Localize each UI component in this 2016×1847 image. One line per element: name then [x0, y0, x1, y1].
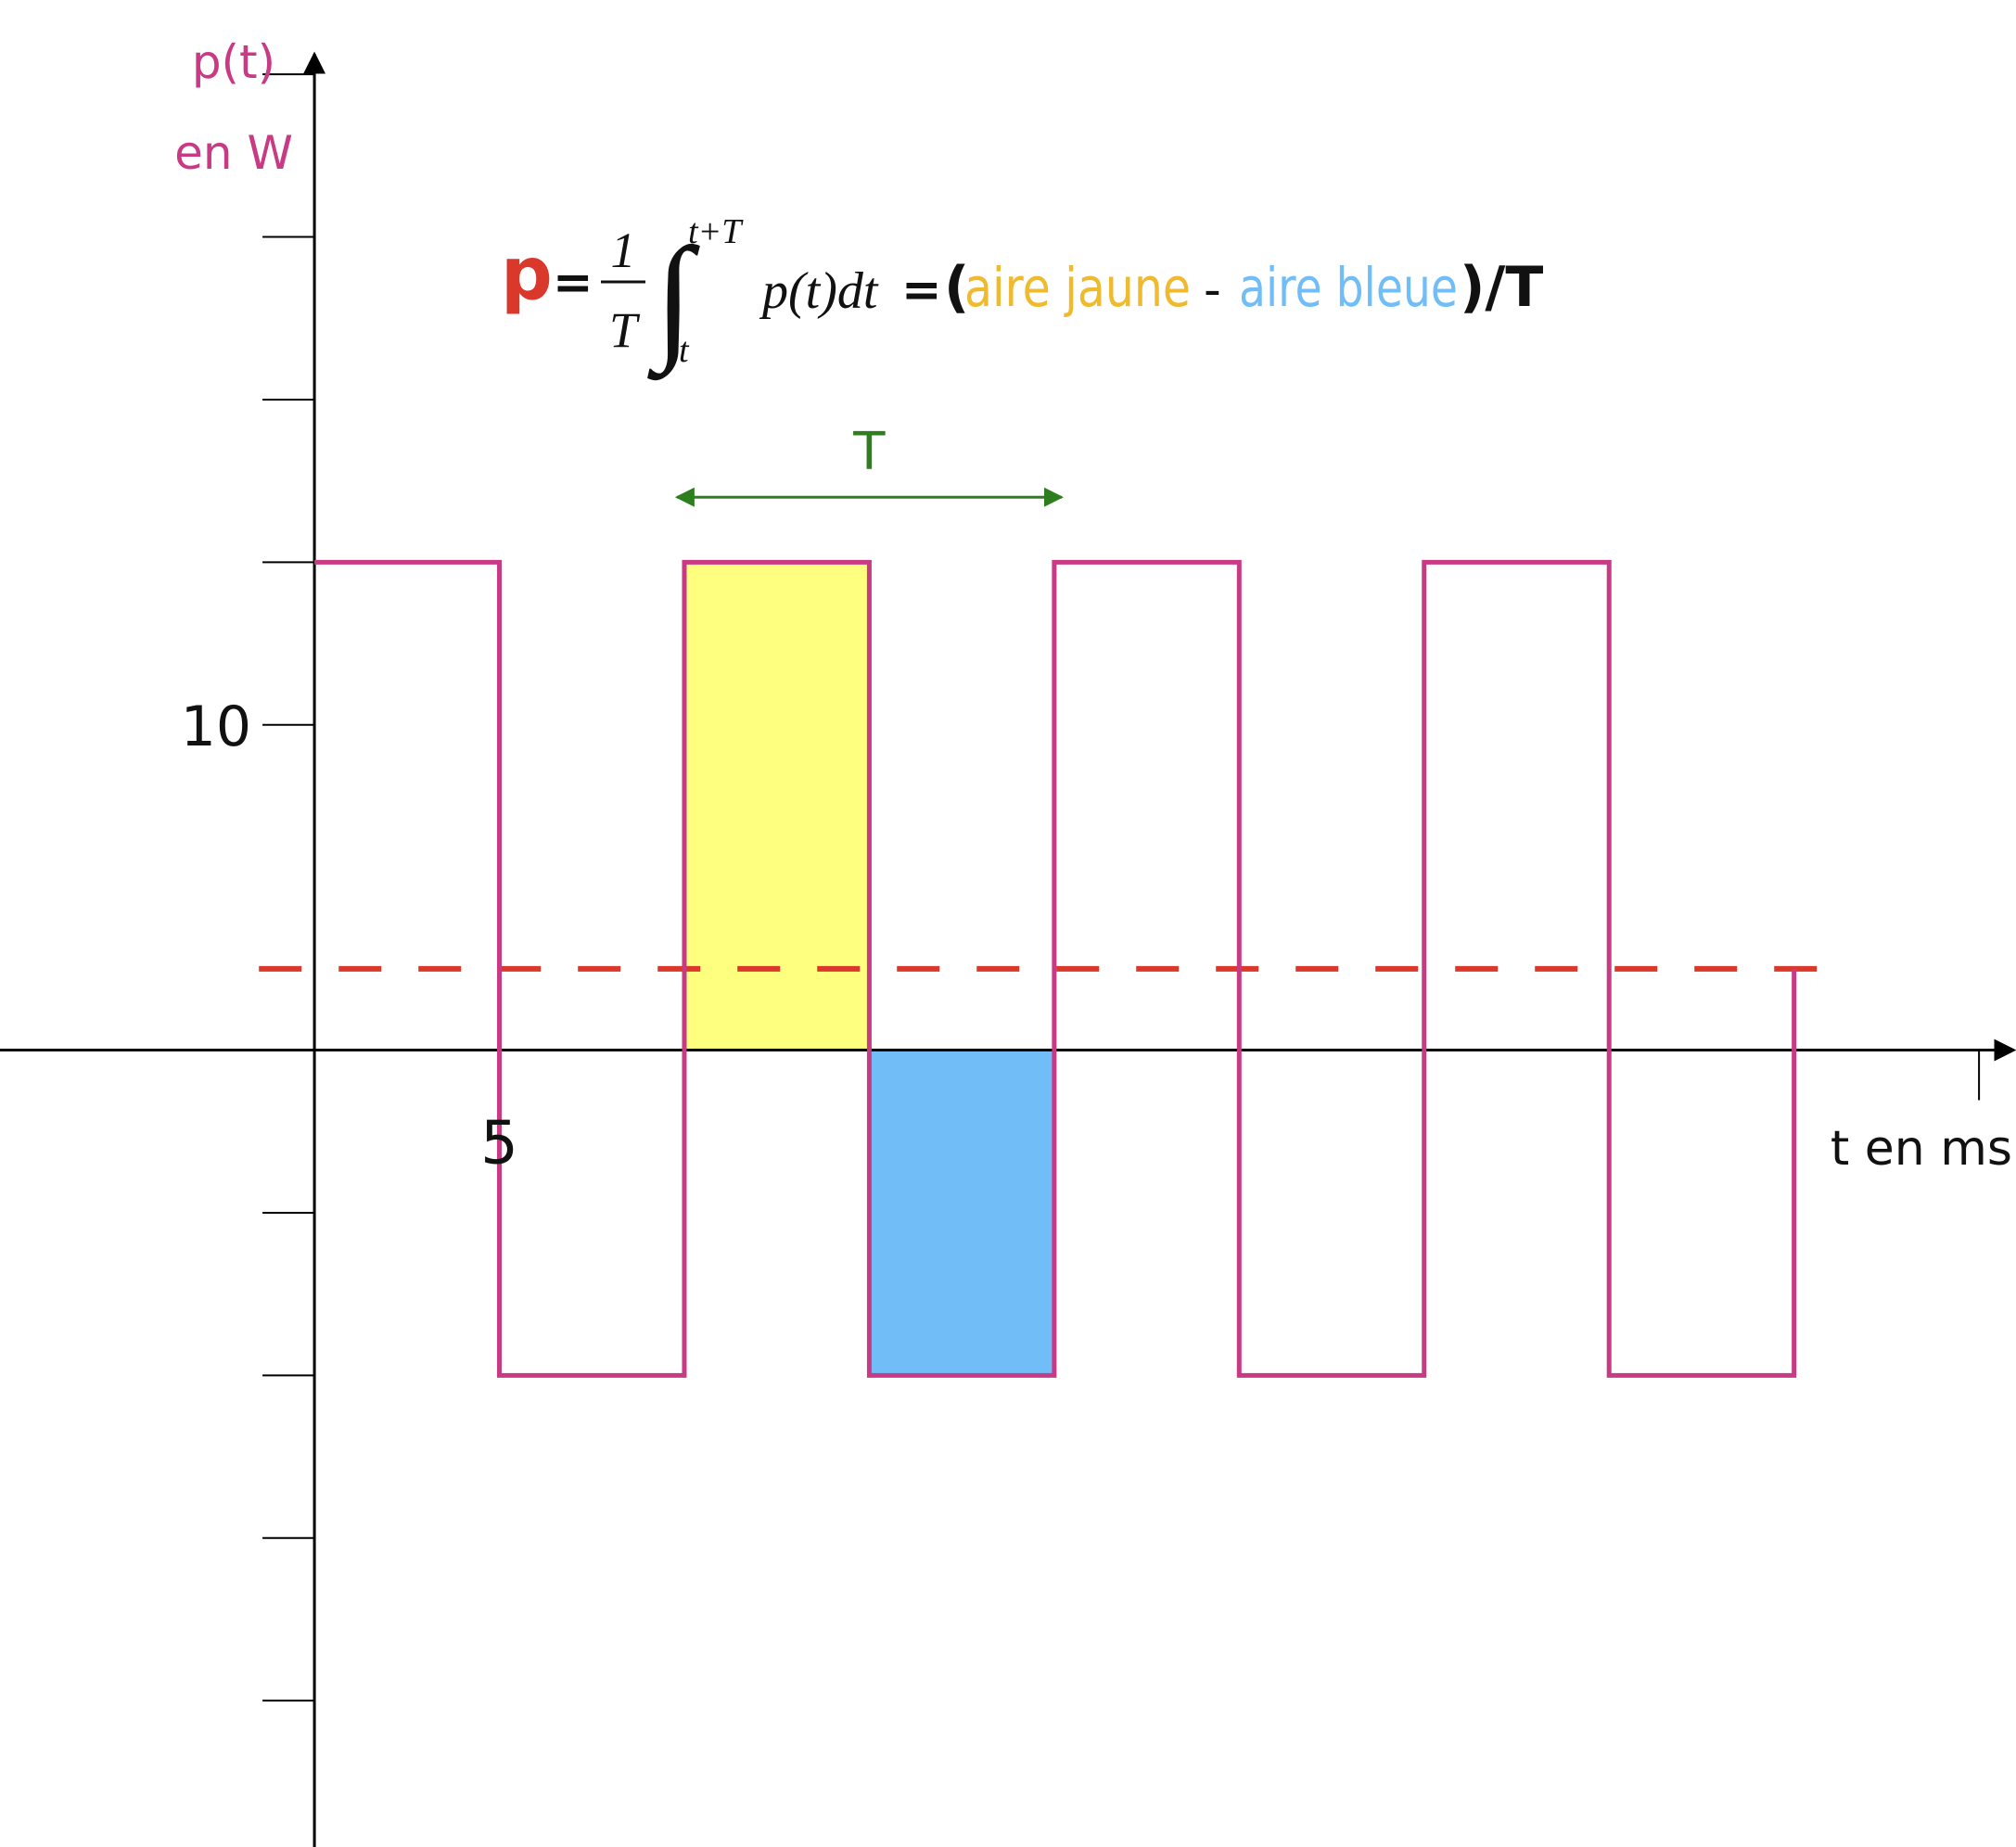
formula-fraction-numerator: 1 [611, 223, 636, 278]
x-axis-label: t en ms [1831, 1121, 2012, 1177]
formula-minus: - [1204, 262, 1221, 318]
formula-lower-limit: t [679, 331, 690, 370]
y-tick-label: 10 [181, 694, 251, 759]
formula-yellow-area-label: aire jaune [964, 256, 1191, 319]
shaded-area-blue [869, 1050, 1054, 1376]
formula-integral-sign: ∫ [647, 220, 700, 381]
formula-open-paren: ( [944, 255, 969, 320]
y-axis-label-line-2: en W [174, 126, 293, 180]
formula-close: )/T [1460, 255, 1543, 320]
series-line-0 [314, 559, 1797, 1378]
shaded-area-yellow [683, 562, 870, 1051]
x-tick-label: 5 [480, 1110, 518, 1178]
y-ticks [262, 73, 315, 1702]
formula-fraction-denominator: T [609, 302, 641, 358]
formula-integrand: p(t)dt [759, 262, 879, 320]
y-axis-label-line-1: p(t) [192, 35, 275, 89]
formula-upper-limit: t+T [688, 212, 744, 251]
period-label: T [852, 422, 886, 482]
shaded-areas [683, 562, 1054, 1376]
formula-equals-1: = [553, 255, 593, 311]
formula-blue-area-label: aire bleue [1239, 256, 1458, 319]
formula-equals-2: = [901, 262, 942, 318]
formula: p = 1 T ∫ t+T t p(t)dt = ( aire jaune - … [501, 212, 1543, 381]
formula-p: p [501, 233, 553, 316]
series-layer [314, 559, 1797, 1378]
